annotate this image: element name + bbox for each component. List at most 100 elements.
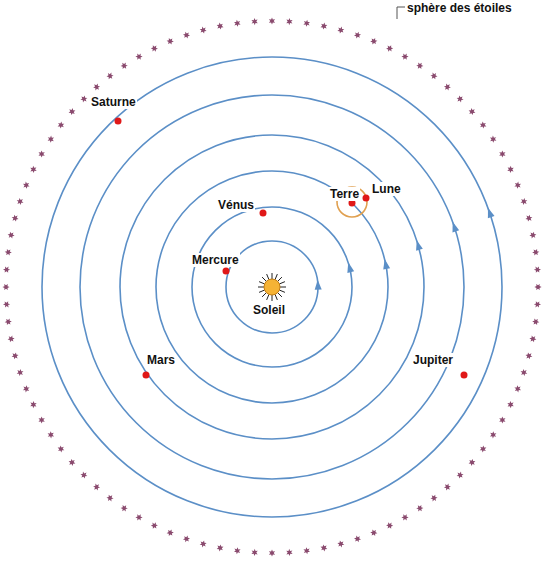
star <box>217 23 224 30</box>
star <box>416 63 423 70</box>
star <box>521 198 528 205</box>
star <box>444 484 451 491</box>
star <box>5 249 12 256</box>
star <box>151 45 158 52</box>
star <box>370 38 377 45</box>
star <box>416 505 423 512</box>
star <box>401 514 408 520</box>
star <box>532 318 539 325</box>
star <box>93 84 100 91</box>
star <box>234 20 241 27</box>
star <box>269 549 275 556</box>
star <box>12 352 19 359</box>
planet-label: Terre <box>329 187 360 201</box>
star <box>370 529 377 536</box>
orbit-arrow <box>488 208 495 219</box>
star <box>490 431 497 438</box>
star <box>183 536 190 543</box>
planet-label: Mars <box>146 353 176 367</box>
star <box>534 301 541 307</box>
star <box>514 182 521 189</box>
star <box>12 215 19 222</box>
star <box>8 232 15 239</box>
star <box>529 336 536 343</box>
orbit-arrow <box>453 222 460 233</box>
star <box>217 544 224 551</box>
star <box>8 336 15 343</box>
star <box>17 369 24 376</box>
star <box>30 166 37 173</box>
star <box>80 472 87 479</box>
star <box>69 108 76 115</box>
star <box>23 182 30 189</box>
star <box>337 541 344 548</box>
star <box>251 549 257 556</box>
star <box>480 122 487 129</box>
star <box>354 32 361 39</box>
sun-label: Soleil <box>252 303 286 317</box>
star <box>532 249 539 256</box>
planet-label: Saturne <box>90 95 137 109</box>
star <box>321 544 328 551</box>
star <box>457 95 464 102</box>
star <box>401 54 408 60</box>
star <box>3 301 10 307</box>
star <box>5 318 12 325</box>
star <box>269 17 275 24</box>
star <box>386 45 393 52</box>
star <box>529 232 536 239</box>
star <box>200 541 207 548</box>
planet-label: Jupiter <box>412 353 454 367</box>
star <box>48 136 55 143</box>
star <box>457 472 464 479</box>
star <box>526 352 533 359</box>
star <box>303 547 310 554</box>
star <box>469 108 476 115</box>
star <box>39 150 45 157</box>
orbit-arrow <box>347 262 354 273</box>
star <box>183 32 190 39</box>
star <box>30 401 37 408</box>
star <box>200 27 207 34</box>
star <box>469 459 476 466</box>
star <box>286 18 292 25</box>
star <box>234 547 241 554</box>
star <box>521 369 528 376</box>
planet-label: Mercure <box>191 253 240 267</box>
star <box>121 505 128 512</box>
star <box>17 198 24 205</box>
star <box>386 522 393 529</box>
star <box>135 514 142 520</box>
star <box>303 20 310 27</box>
bracket <box>397 7 405 19</box>
orbit-arrow <box>383 259 390 269</box>
star <box>526 215 533 222</box>
star <box>499 150 505 157</box>
planet-label: Vénus <box>217 198 255 212</box>
star <box>69 459 76 466</box>
star <box>3 266 10 272</box>
star <box>444 84 451 91</box>
orbit-arrows <box>315 208 495 290</box>
star <box>507 166 514 173</box>
star <box>39 416 45 423</box>
star <box>430 73 437 80</box>
star <box>167 38 174 45</box>
star <box>499 416 505 423</box>
star <box>107 73 114 80</box>
moon-label: Lune <box>371 182 402 196</box>
sun-symbol <box>258 273 286 301</box>
star <box>121 63 128 70</box>
planet-dots <box>115 118 468 379</box>
orbits <box>42 57 502 517</box>
star <box>490 136 497 143</box>
star <box>251 18 257 25</box>
star <box>58 122 65 129</box>
star-sphere-label: sphère des étoiles <box>406 1 513 15</box>
star <box>514 385 521 392</box>
star <box>2 284 9 290</box>
orbit-arrow <box>416 240 423 251</box>
star <box>167 529 174 536</box>
star <box>534 266 541 272</box>
